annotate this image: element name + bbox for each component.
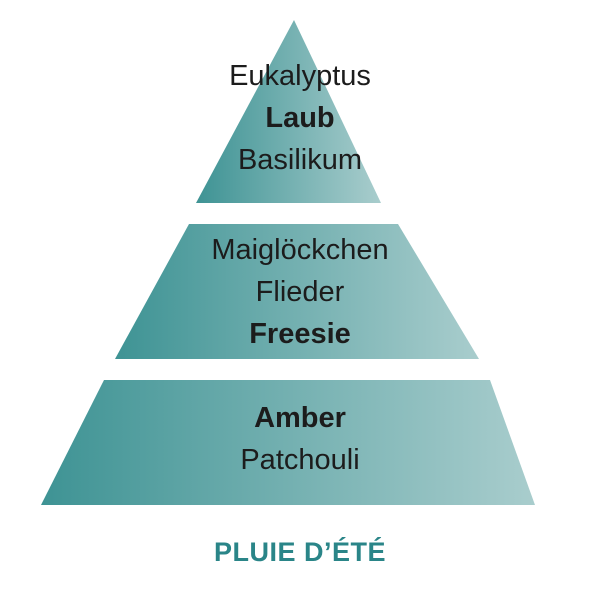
pyramid-title: PLUIE D’ÉTÉ [213, 537, 387, 567]
tier-bottom-notes: Amber Patchouli [0, 397, 600, 481]
note-label: Patchouli [240, 444, 360, 476]
note-label: Flieder [255, 276, 345, 308]
note-label-emphasis: Laub [265, 102, 335, 134]
pyramid-tier-top [196, 20, 381, 203]
pyramid-tier-bottom [41, 380, 535, 505]
tier-middle-notes: Maiglöckchen Flieder Freesie [0, 229, 600, 355]
pyramid-tier-middle [115, 224, 479, 359]
note-label: Basilikum [237, 144, 363, 176]
note-label-emphasis: Amber [254, 402, 346, 434]
note-label: Eukalyptus [229, 60, 371, 92]
tier-top-notes: Eukalyptus Laub Basilikum [0, 55, 600, 181]
note-label: Maiglöckchen [211, 234, 389, 266]
note-label-emphasis: Freesie [249, 318, 351, 350]
